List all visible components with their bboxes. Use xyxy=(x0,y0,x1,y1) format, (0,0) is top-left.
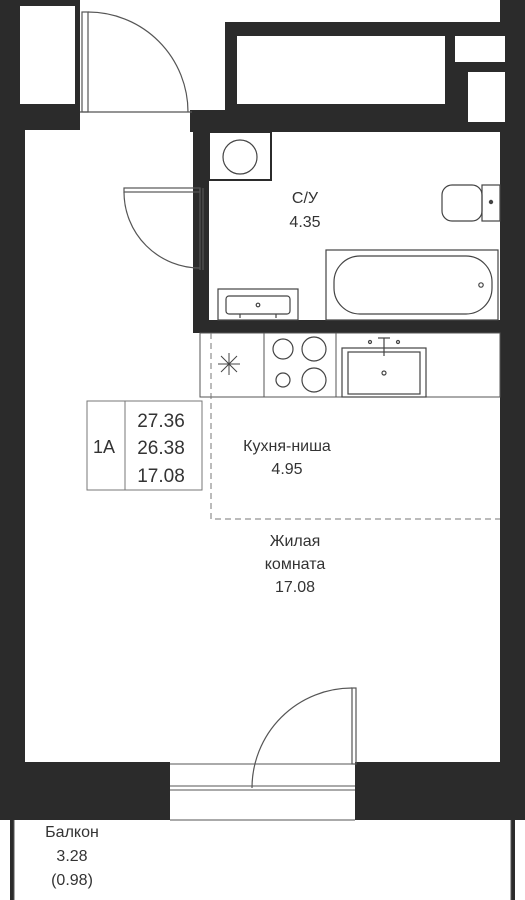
apartment-type: 1A xyxy=(93,437,115,457)
shelf-void-2 xyxy=(352,138,368,164)
balcony-name: Балкон xyxy=(45,824,99,841)
washing-machine-icon xyxy=(222,139,258,175)
bottom-wall-left xyxy=(0,762,170,820)
shelf-void-3 xyxy=(378,138,452,164)
shelf-void-1 xyxy=(282,138,344,164)
apartment-info-box xyxy=(86,400,203,491)
apartment-living-area: 17.08 xyxy=(137,466,185,487)
bathroom-area: 4.35 xyxy=(289,214,320,231)
vent-void-small-2 xyxy=(468,72,505,122)
bathroom-top-wall xyxy=(190,110,525,132)
vent-void-main xyxy=(237,36,445,104)
bathroom-left-wall xyxy=(193,110,209,332)
entry-wall-top xyxy=(25,110,80,130)
kitchen-name: Кухня-ниша xyxy=(243,438,331,455)
sink-icon xyxy=(341,337,427,398)
bathroom-door-leaf xyxy=(123,187,201,193)
vent-void-small-1 xyxy=(455,36,505,62)
bathtub-icon xyxy=(325,249,499,321)
shelf-void-4 xyxy=(460,138,500,164)
living-room-name-line1: Жилая xyxy=(270,533,321,550)
windows xyxy=(13,763,512,900)
balcony-area: 3.28 xyxy=(56,848,87,865)
toilet-icon xyxy=(441,184,501,222)
snowflake-icon xyxy=(218,353,240,375)
shaft-void xyxy=(20,6,75,104)
bathroom-bottom-wall xyxy=(193,320,525,333)
bathroom-name: С/У xyxy=(292,190,319,207)
wall-cutouts xyxy=(20,6,505,820)
bathroom-sink-icon xyxy=(217,288,299,321)
balcony-right-wall xyxy=(511,820,515,900)
kitchen-area: 4.95 xyxy=(271,461,302,478)
bottom-wall-right xyxy=(355,762,525,820)
cooktop-icon xyxy=(272,336,327,393)
bathroom-door-swing xyxy=(123,191,201,269)
right-outer-wall xyxy=(500,0,525,820)
entry-door-swing xyxy=(87,11,189,113)
kitchen-counter xyxy=(199,332,501,398)
kitchen-niche-boundary xyxy=(210,333,500,520)
balcony-left-wall xyxy=(10,820,14,900)
balcony-door-swing xyxy=(251,687,353,789)
doors xyxy=(80,11,357,789)
living-room-name-line2: комната xyxy=(265,556,326,573)
bathroom-shelves xyxy=(208,131,272,181)
balcony-door-leaf xyxy=(351,687,357,765)
left-outer-wall xyxy=(0,0,25,820)
apartment-total-area: 27.36 xyxy=(137,411,185,432)
entry-door-leaf xyxy=(81,11,89,113)
apartment-area-without-balcony: 26.38 xyxy=(137,438,185,459)
balcony-area-reduced: (0.98) xyxy=(51,872,93,889)
window-opening xyxy=(170,764,355,820)
living-room-area: 17.08 xyxy=(275,579,315,596)
